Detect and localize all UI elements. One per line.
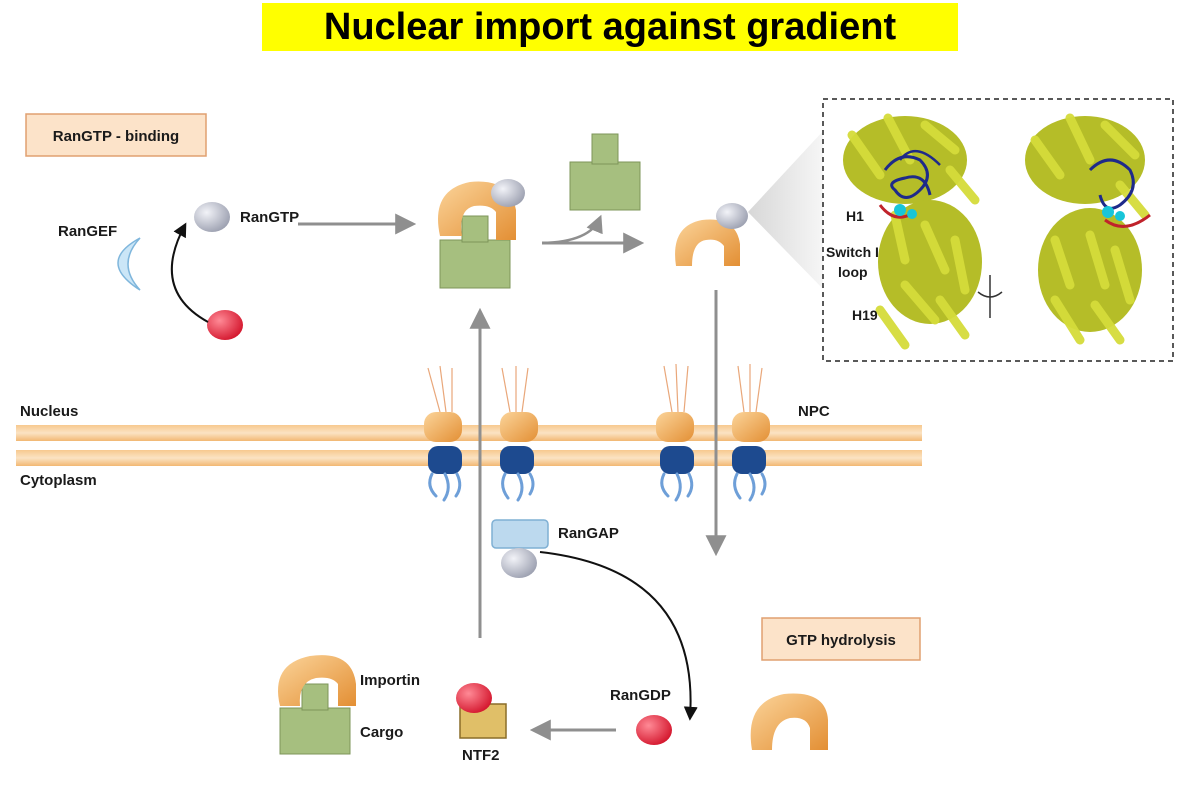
- rangef-crescent-icon: [117, 237, 141, 291]
- npc-left-pore: [424, 365, 538, 502]
- importin-label: Importin: [360, 672, 420, 689]
- rangap-complex: [491, 519, 549, 578]
- importin-rangtp: [675, 203, 748, 266]
- section-rangtp-binding: RanGTP - binding: [25, 113, 207, 157]
- released-cargo: [569, 133, 641, 211]
- nucleus-label: Nucleus: [20, 403, 78, 420]
- gdp-to-gtp-exchange-arrow: [170, 222, 209, 323]
- structure-right-view: [1025, 113, 1151, 345]
- cargo-release-arrow: [541, 214, 603, 245]
- rangdp-label: RanGDP: [610, 687, 671, 704]
- ntf2-label: NTF2: [462, 747, 500, 764]
- structure-label-h1: H1: [846, 208, 864, 224]
- structure-label-switch-loop-line2: loop: [838, 264, 868, 280]
- rangdp-sphere-nucleus: [207, 310, 243, 340]
- importin-cargo-complex: [278, 655, 356, 755]
- rangdp-sphere: [636, 715, 672, 745]
- page-title: Nuclear import against gradient: [262, 3, 958, 51]
- structure-label-switch-loop-line1: Switch I: [826, 244, 879, 260]
- gtp-hydrolysis-arrow: [539, 551, 698, 721]
- nuclear-envelope-outer: [16, 425, 922, 441]
- rangtp-label: RanGTP: [240, 209, 299, 226]
- npc-label: NPC: [798, 403, 830, 420]
- rangef-label: RanGEF: [58, 223, 117, 240]
- ntf2-rangdp-complex: [456, 683, 507, 739]
- nuclear-envelope-inner: [16, 450, 922, 466]
- rotation-symbol-icon: [977, 275, 1003, 318]
- section-gtp-hydrolysis: GTP hydrolysis: [761, 617, 921, 661]
- zoom-cone: [748, 130, 824, 290]
- importin-cargo-rangtp-complex: [438, 179, 525, 289]
- section-gtp-hydrolysis-label: GTP hydrolysis: [786, 632, 896, 649]
- structure-label-h19: H19: [852, 307, 878, 323]
- rangtp-sphere: [194, 202, 230, 232]
- crystal-structure-inset: H1 Switch I loop H19: [822, 98, 1174, 362]
- structure-left-view: [843, 113, 982, 350]
- cargo-label: Cargo: [360, 724, 403, 741]
- cytoplasm-label: Cytoplasm: [20, 472, 97, 489]
- section-rangtp-binding-label: RanGTP - binding: [53, 128, 179, 145]
- rangap-label: RanGAP: [558, 525, 619, 542]
- npc-right-pore: [656, 363, 770, 502]
- free-importin: [750, 693, 828, 750]
